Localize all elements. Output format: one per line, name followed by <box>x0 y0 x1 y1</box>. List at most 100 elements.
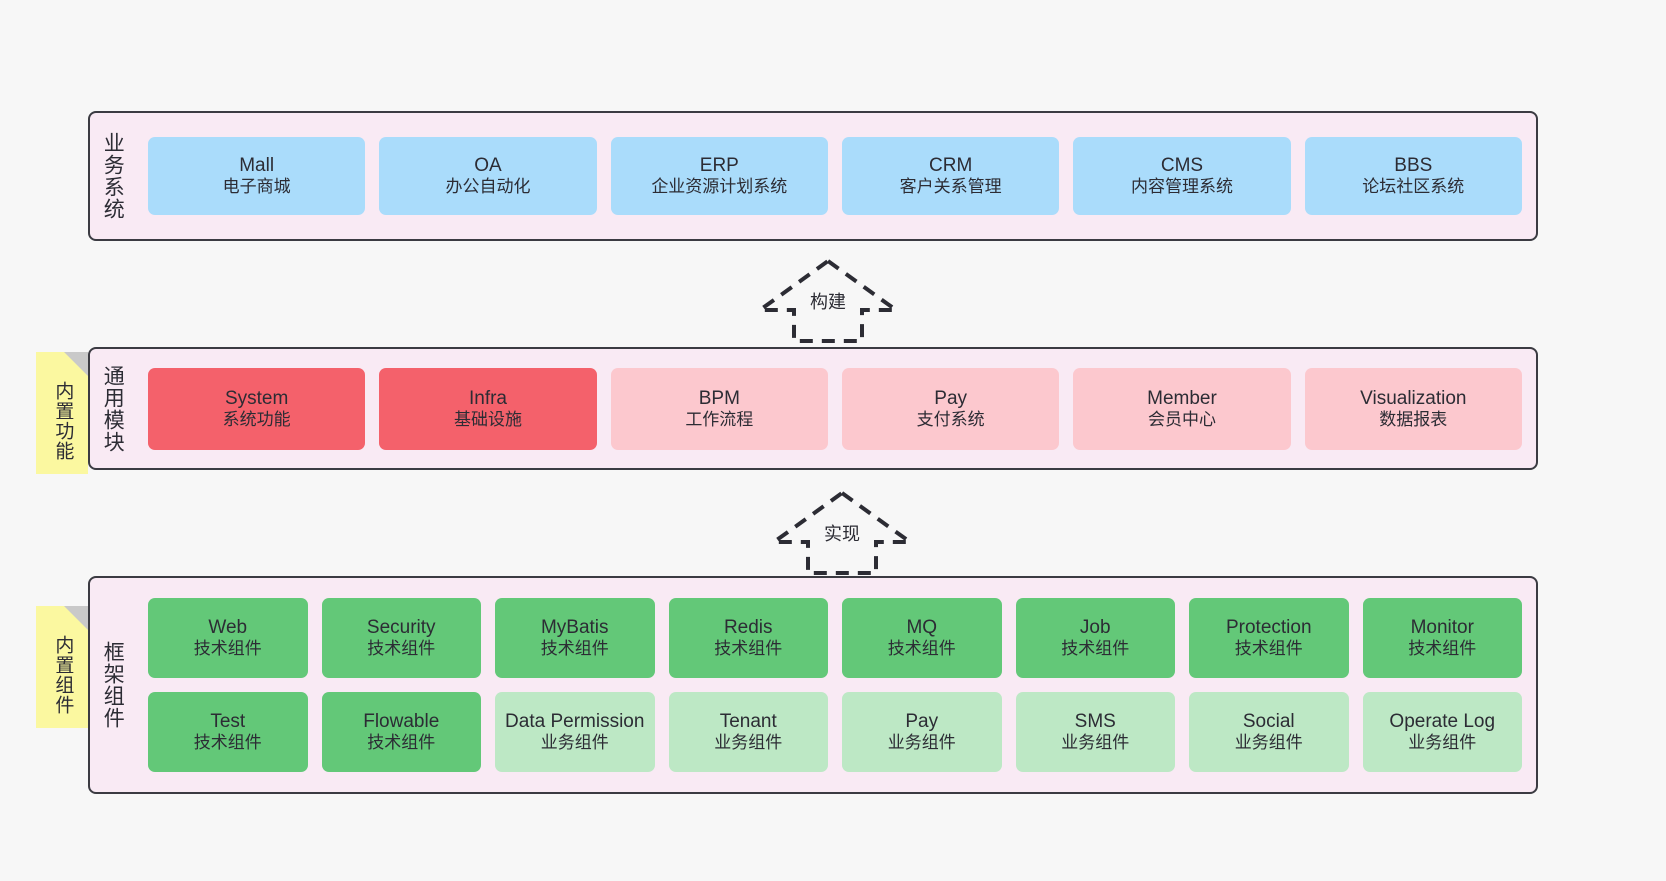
node-system[interactable]: System 系统功能 <box>148 367 366 450</box>
node-web-cn: 技术组件 <box>193 639 262 659</box>
node-mall-en: Mall <box>239 155 275 177</box>
node-data-permission[interactable]: Data Permission 业务组件 <box>495 692 655 772</box>
node-erp[interactable]: ERP 企业资源计划系统 <box>610 137 828 215</box>
node-pay-module[interactable]: Pay 支付系统 <box>841 367 1060 450</box>
node-mall-cn: 电子商城 <box>222 177 291 197</box>
node-social-cn: 业务组件 <box>1234 733 1303 753</box>
node-member[interactable]: Member 会员中心 <box>1073 367 1291 450</box>
node-redis-en: Redis <box>723 617 773 639</box>
layer-framework-components-title: 框架组件 <box>101 641 125 729</box>
node-mybatis-en: MyBatis <box>540 617 609 639</box>
node-social[interactable]: Social 业务组件 <box>1189 692 1349 772</box>
arrow-implement-glyph <box>767 490 917 575</box>
node-erp-cn: 企业资源计划系统 <box>651 177 788 197</box>
node-job-en: Job <box>1079 617 1111 639</box>
node-bbs-cn: 论坛社区系统 <box>1362 177 1465 197</box>
page-fold-icon <box>64 606 88 630</box>
arrow-build: 构建 <box>753 258 903 344</box>
layer-business-systems-title: 业务系统 <box>101 132 125 220</box>
node-visualization-en: Visualization <box>1360 387 1467 409</box>
node-flowable-en: Flowable <box>363 711 440 733</box>
node-bbs-en: BBS <box>1394 155 1433 177</box>
node-cms[interactable]: CMS 内容管理系统 <box>1073 137 1291 215</box>
arrow-build-label: 构建 <box>810 292 846 312</box>
sticky-note-builtin-component: 内置组件 <box>36 606 88 728</box>
node-job-cn: 技术组件 <box>1061 639 1130 659</box>
node-mybatis[interactable]: MyBatis 技术组件 <box>495 598 655 678</box>
sticky-note-builtin-function: 内置功能 <box>36 352 88 474</box>
node-operate-log-en: Operate Log <box>1389 711 1496 733</box>
arrow-implement: 实现 <box>767 490 917 576</box>
node-monitor-cn: 技术组件 <box>1408 639 1477 659</box>
node-mq-cn: 技术组件 <box>887 639 956 659</box>
node-bpm[interactable]: BPM 工作流程 <box>610 367 828 450</box>
node-sms-en: SMS <box>1074 711 1116 733</box>
node-pay-module-cn: 支付系统 <box>916 409 985 429</box>
layer-framework-components: 框架组件 Web 技术组件 Security 技术组件 MyBatis 技术组件… <box>88 576 1538 794</box>
business-systems-node-list: Mall 电子商城 OA 办公自动化 ERP 企业资源计划系统 CRM 客户关系… <box>134 113 1536 239</box>
framework-row-technical: Web 技术组件 Security 技术组件 MyBatis 技术组件 Redi… <box>148 598 1522 678</box>
node-social-en: Social <box>1242 711 1295 733</box>
node-visualization[interactable]: Visualization 数据报表 <box>1304 367 1522 450</box>
framework-row-business: Test 技术组件 Flowable 技术组件 Data Permission … <box>148 692 1522 772</box>
node-pay-module-en: Pay <box>934 387 968 409</box>
node-mybatis-cn: 技术组件 <box>540 639 609 659</box>
node-operate-log[interactable]: Operate Log 业务组件 <box>1362 692 1522 772</box>
node-crm-cn: 客户关系管理 <box>899 177 1002 197</box>
layer-common-modules-title: 通用模块 <box>101 364 125 453</box>
node-test-en: Test <box>210 711 246 733</box>
node-job[interactable]: Job 技术组件 <box>1015 598 1175 678</box>
node-security-en: Security <box>366 617 436 639</box>
node-data-permission-en: Data Permission <box>505 711 645 733</box>
node-cms-en: CMS <box>1160 155 1204 177</box>
node-mall[interactable]: Mall 电子商城 <box>148 137 366 215</box>
node-protection[interactable]: Protection 技术组件 <box>1189 598 1349 678</box>
node-oa-en: OA <box>474 155 502 177</box>
sticky-note-builtin-function-label: 内置功能 <box>52 381 74 461</box>
node-sms-cn: 业务组件 <box>1061 733 1130 753</box>
node-infra-cn: 基础设施 <box>453 409 522 429</box>
node-cms-cn: 内容管理系统 <box>1130 177 1233 197</box>
node-test-cn: 技术组件 <box>193 733 262 753</box>
node-member-cn: 会员中心 <box>1147 409 1216 429</box>
node-monitor[interactable]: Monitor 技术组件 <box>1362 598 1522 678</box>
node-tenant-cn: 业务组件 <box>714 733 783 753</box>
common-modules-node-list: System 系统功能 Infra 基础设施 BPM 工作流程 Pay 支付系统… <box>134 349 1536 468</box>
node-bpm-en: BPM <box>698 387 740 409</box>
node-oa-cn: 办公自动化 <box>445 177 531 197</box>
node-security[interactable]: Security 技术组件 <box>321 598 481 678</box>
node-visualization-cn: 数据报表 <box>1379 409 1448 429</box>
node-pay-component-cn: 业务组件 <box>887 733 956 753</box>
node-infra-en: Infra <box>468 387 507 409</box>
node-mq-en: MQ <box>906 617 938 639</box>
node-flowable[interactable]: Flowable 技术组件 <box>321 692 481 772</box>
node-crm-en: CRM <box>929 155 973 177</box>
node-web[interactable]: Web 技术组件 <box>148 598 308 678</box>
arrow-build-glyph <box>753 258 903 343</box>
node-mq[interactable]: MQ 技术组件 <box>842 598 1002 678</box>
framework-components-grid: Web 技术组件 Security 技术组件 MyBatis 技术组件 Redi… <box>134 578 1536 792</box>
node-redis[interactable]: Redis 技术组件 <box>668 598 828 678</box>
layer-common-modules: 通用模块 System 系统功能 Infra 基础设施 BPM 工作流程 Pay… <box>88 347 1538 470</box>
node-tenant-en: Tenant <box>719 711 777 733</box>
node-oa[interactable]: OA 办公自动化 <box>379 137 597 215</box>
node-infra[interactable]: Infra 基础设施 <box>379 367 597 450</box>
node-pay-component[interactable]: Pay 业务组件 <box>842 692 1002 772</box>
arrow-implement-label: 实现 <box>824 524 860 544</box>
layer-business-systems: 业务系统 Mall 电子商城 OA 办公自动化 ERP 企业资源计划系统 CRM… <box>88 111 1538 241</box>
node-sms[interactable]: SMS 业务组件 <box>1015 692 1175 772</box>
node-tenant[interactable]: Tenant 业务组件 <box>668 692 828 772</box>
node-system-cn: 系统功能 <box>222 409 291 429</box>
node-bbs[interactable]: BBS 论坛社区系统 <box>1304 137 1522 215</box>
node-crm[interactable]: CRM 客户关系管理 <box>841 137 1060 215</box>
node-protection-en: Protection <box>1225 617 1312 639</box>
node-erp-en: ERP <box>699 155 739 177</box>
page-fold-icon <box>64 352 88 376</box>
node-pay-component-en: Pay <box>905 711 939 733</box>
node-test[interactable]: Test 技术组件 <box>148 692 308 772</box>
node-protection-cn: 技术组件 <box>1234 639 1303 659</box>
sticky-note-builtin-component-label: 内置组件 <box>52 635 74 715</box>
node-security-cn: 技术组件 <box>367 639 436 659</box>
node-data-permission-cn: 业务组件 <box>540 733 609 753</box>
